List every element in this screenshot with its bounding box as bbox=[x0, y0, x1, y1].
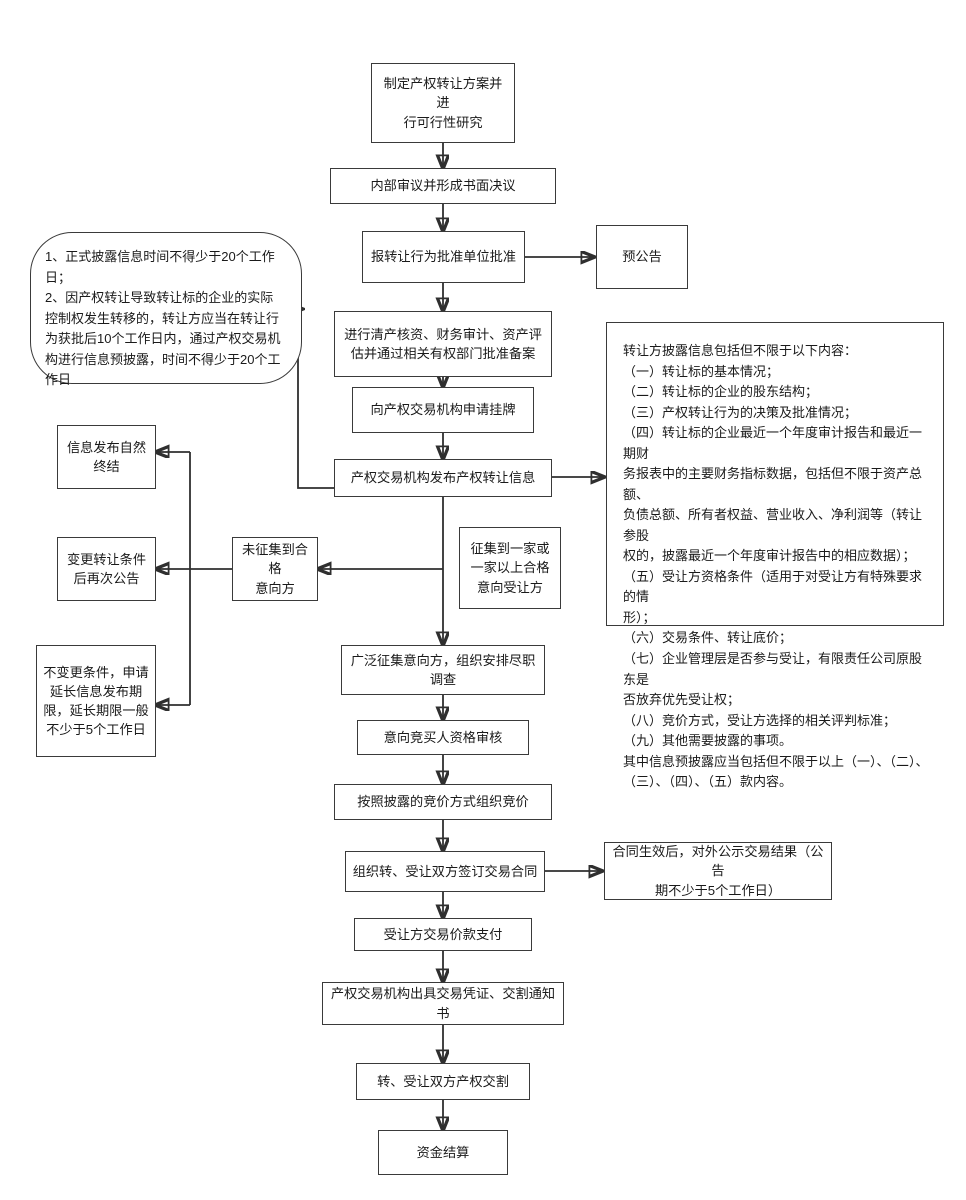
node-one-or-more-label: 征集到一家或 一家以上合格 意向受让方 bbox=[470, 541, 550, 595]
node-no-qualified[interactable]: 未征集到合格 意向方 bbox=[232, 537, 318, 601]
node-fund-settlement-label: 资金结算 bbox=[416, 1144, 470, 1160]
node-sign-contract-label: 组织转、受让双方签订交易合同 bbox=[352, 863, 538, 879]
node-pre-announcement-label: 预公告 bbox=[622, 249, 662, 265]
node-organize-bidding[interactable]: 按照披露的竞价方式组织竞价 bbox=[334, 784, 552, 820]
node-internal-review-label: 内部审议并形成书面决议 bbox=[370, 178, 516, 194]
node-fund-settlement[interactable]: 资金结算 bbox=[378, 1130, 508, 1175]
node-natural-end-label: 信息发布自然 终结 bbox=[66, 439, 147, 474]
node-publish-info[interactable]: 产权交易机构发布产权转让信息 bbox=[334, 459, 552, 497]
node-pre-announcement[interactable]: 预公告 bbox=[596, 225, 688, 289]
node-bidder-qualify[interactable]: 意向竞买人资格审核 bbox=[357, 720, 529, 755]
node-sign-contract[interactable]: 组织转、受让双方签订交易合同 bbox=[345, 851, 545, 892]
node-property-delivery-label: 转、受让双方产权交割 bbox=[377, 1073, 509, 1089]
node-audit-label: 进行清产核资、财务审计、资产评 估并通过相关有权部门批准备案 bbox=[344, 326, 542, 361]
node-organize-bidding-label: 按照披露的竞价方式组织竞价 bbox=[357, 794, 529, 810]
node-audit[interactable]: 进行清产核资、财务审计、资产评 估并通过相关有权部门批准备案 bbox=[334, 311, 552, 377]
node-issue-certificate-label: 产权交易机构出具交易凭证、交割通知书 bbox=[330, 986, 556, 1021]
node-disclosure-note[interactable]: 1、正式披露信息时间不得少于20个工作 日； 2、因产权转让导致转让标的企业的实… bbox=[30, 232, 302, 387]
node-issue-certificate[interactable]: 产权交易机构出具交易凭证、交割通知书 bbox=[322, 982, 564, 1025]
node-disclosure-content-label: 转让方披露信息包括但不限于以下内容： （一）转让标的基本情况； （二）转让标的企… bbox=[623, 343, 929, 790]
node-plan-label: 制定产权转让方案并进 行可行性研究 bbox=[383, 76, 503, 130]
node-natural-end[interactable]: 信息发布自然 终结 bbox=[57, 425, 156, 489]
node-bidder-qualify-label: 意向竞买人资格审核 bbox=[383, 729, 503, 745]
edge-publish-info-to-disclosure-note bbox=[298, 309, 336, 489]
node-publish-info-label: 产权交易机构发布产权转让信息 bbox=[350, 470, 536, 486]
node-extend-period-label: 不变更条件，申请 延长信息发布期 限，延长期限一般 不少于5个工作日 bbox=[43, 664, 149, 738]
node-payment-label: 受让方交易价款支付 bbox=[383, 926, 503, 942]
node-no-qualified-label: 未征集到合格 意向方 bbox=[242, 542, 308, 596]
node-approval-label: 报转让行为批准单位批准 bbox=[370, 249, 517, 265]
node-public-result[interactable]: 合同生效后，对外公示交易结果（公告 期不少于5个工作日） bbox=[604, 842, 832, 900]
node-solicit-dd[interactable]: 广泛征集意向方，组织安排尽职 调查 bbox=[341, 645, 545, 695]
node-payment[interactable]: 受让方交易价款支付 bbox=[354, 918, 532, 951]
node-disclosure-note-label: 1、正式披露信息时间不得少于20个工作 日； 2、因产权转让导致转让标的企业的实… bbox=[45, 249, 281, 388]
node-apply-listing-label: 向产权交易机构申请挂牌 bbox=[370, 402, 516, 418]
node-public-result-label: 合同生效后，对外公示交易结果（公告 期不少于5个工作日） bbox=[612, 844, 824, 898]
node-one-or-more[interactable]: 征集到一家或 一家以上合格 意向受让方 bbox=[459, 527, 561, 609]
node-plan[interactable]: 制定产权转让方案并进 行可行性研究 bbox=[371, 63, 515, 143]
node-extend-period[interactable]: 不变更条件，申请 延长信息发布期 限，延长期限一般 不少于5个工作日 bbox=[36, 645, 156, 757]
node-approval[interactable]: 报转让行为批准单位批准 bbox=[362, 231, 525, 283]
node-solicit-dd-label: 广泛征集意向方，组织安排尽职 调查 bbox=[350, 652, 536, 687]
node-internal-review[interactable]: 内部审议并形成书面决议 bbox=[330, 168, 556, 204]
node-apply-listing[interactable]: 向产权交易机构申请挂牌 bbox=[352, 387, 534, 433]
node-property-delivery[interactable]: 转、受让双方产权交割 bbox=[356, 1063, 530, 1100]
node-change-conditions-label: 变更转让条件 后再次公告 bbox=[66, 551, 147, 586]
node-disclosure-content[interactable]: 转让方披露信息包括但不限于以下内容： （一）转让标的基本情况； （二）转让标的企… bbox=[606, 322, 944, 789]
node-change-conditions[interactable]: 变更转让条件 后再次公告 bbox=[57, 537, 156, 601]
